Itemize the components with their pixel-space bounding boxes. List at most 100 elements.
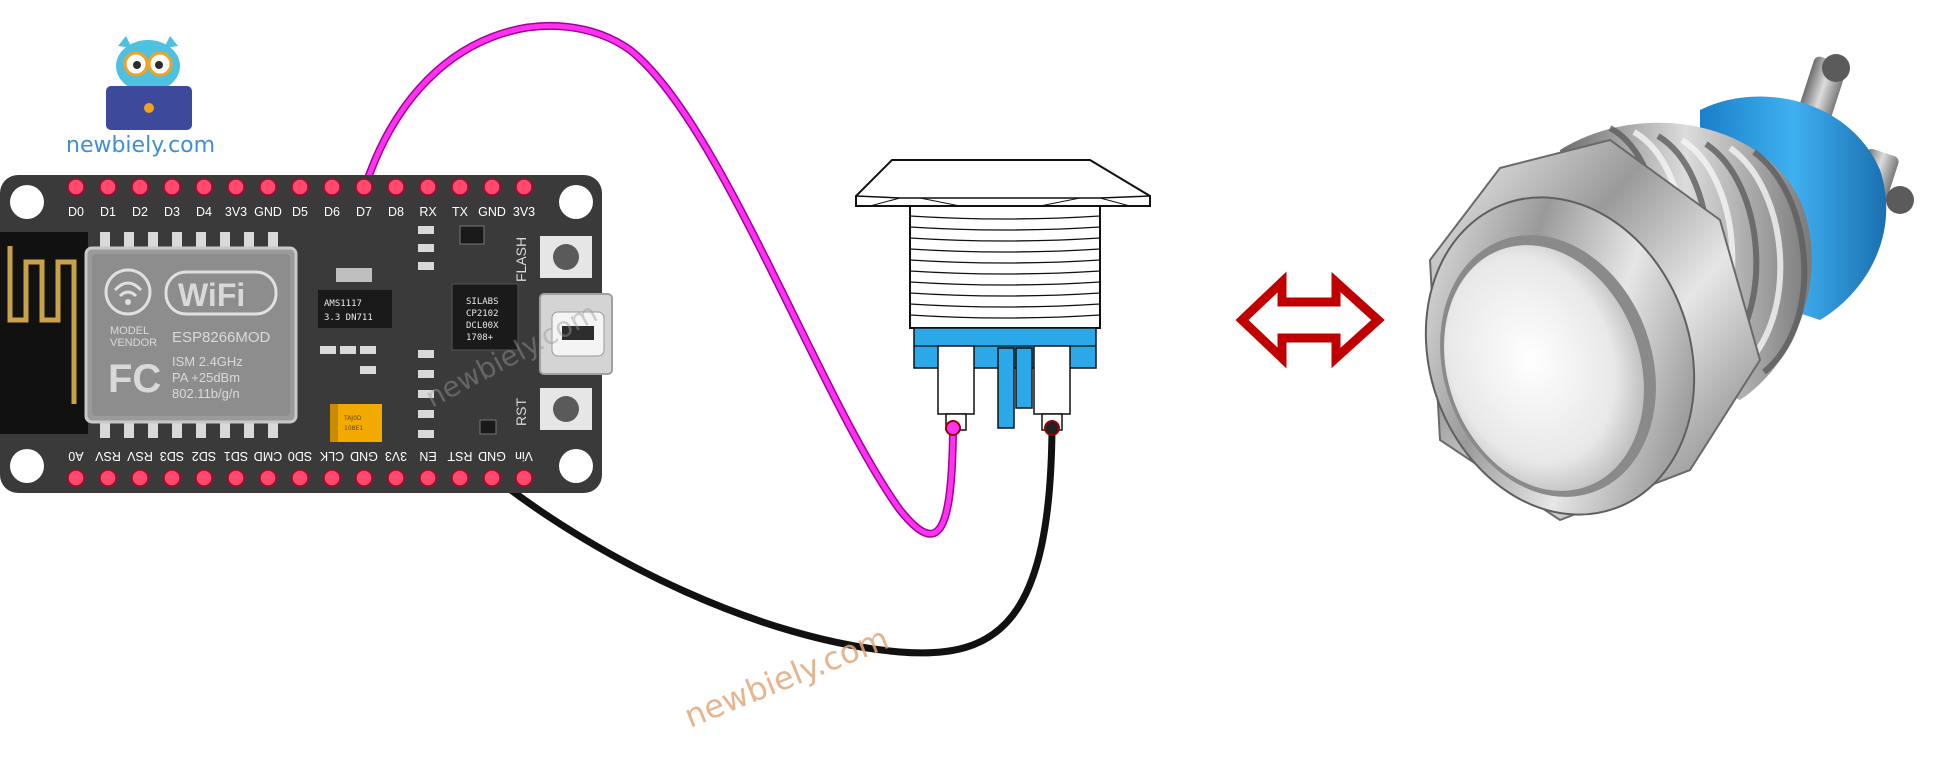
push-button-diagram bbox=[855, 159, 1151, 436]
bottom-pin-label: CLK bbox=[319, 449, 344, 463]
bottom-pin-13 bbox=[483, 469, 501, 487]
bottom-pin-label: RSV bbox=[94, 449, 120, 463]
diagram-watermark: newbiely.com bbox=[679, 619, 894, 735]
double-arrow-icon bbox=[1235, 271, 1385, 369]
bottom-pin-9 bbox=[355, 469, 373, 487]
bottom-pin-2 bbox=[131, 469, 149, 487]
top-pin-label: D0 bbox=[68, 205, 84, 219]
top-pin-label: D1 bbox=[100, 205, 116, 219]
switch-thread-body bbox=[909, 205, 1101, 329]
bottom-pin-0 bbox=[67, 469, 85, 487]
switch-terminal-right bbox=[1033, 345, 1071, 415]
top-pin-label: 3V3 bbox=[225, 205, 247, 219]
top-pin-14 bbox=[515, 178, 533, 196]
bottom-pin-label: 3V3 bbox=[385, 449, 407, 463]
brand-logo: newbiely.com bbox=[66, 36, 215, 158]
antenna-trace-icon bbox=[7, 246, 77, 404]
top-pin-label: 3V3 bbox=[513, 205, 535, 219]
top-pin-4 bbox=[195, 178, 213, 196]
bottom-pin-14 bbox=[515, 469, 533, 487]
brand-name: newbiely.com bbox=[66, 133, 215, 158]
top-pin-label: D2 bbox=[132, 205, 148, 219]
top-pin-12 bbox=[451, 178, 469, 196]
gnd-wire bbox=[491, 426, 1056, 657]
micro-usb-port[interactable] bbox=[539, 293, 613, 375]
usb-chip-line-1: SILABS bbox=[466, 297, 499, 307]
top-pin-label: GND bbox=[478, 205, 506, 219]
module-spec-1: ISM 2.4GHz bbox=[172, 354, 243, 369]
top-pin-13 bbox=[483, 178, 501, 196]
bottom-pin-5 bbox=[227, 469, 245, 487]
top-pin-11 bbox=[419, 178, 437, 196]
top-pin-0 bbox=[67, 178, 85, 196]
top-pin-label: TX bbox=[452, 205, 469, 219]
thread-lines bbox=[909, 215, 1101, 319]
module-spec-2: PA +25dBm bbox=[172, 370, 240, 385]
module-model-label: MODEL bbox=[110, 325, 149, 337]
regulator-line-2: 3.3 DN711 bbox=[324, 313, 373, 323]
top-pin-label: D7 bbox=[356, 205, 372, 219]
module-spec-3: 802.11b/g/n bbox=[172, 386, 240, 401]
top-pin-label: GND bbox=[254, 205, 282, 219]
bottom-pin-label: GND bbox=[350, 449, 378, 463]
bottom-pin-label: SD0 bbox=[288, 449, 312, 463]
top-pin-label: D6 bbox=[324, 205, 340, 219]
switch-terminal-left bbox=[937, 345, 975, 415]
top-pin-5 bbox=[227, 178, 245, 196]
top-pin-6 bbox=[259, 178, 277, 196]
module-vendor-label: VENDOR bbox=[110, 337, 157, 349]
owl-laptop-icon bbox=[106, 36, 192, 130]
smd-components bbox=[320, 225, 497, 438]
flash-button[interactable] bbox=[540, 236, 592, 278]
bottom-pin-label: EN bbox=[419, 449, 436, 463]
top-pin-label: D5 bbox=[292, 205, 308, 219]
usb-chip-line-4: 1708+ bbox=[466, 333, 494, 343]
flash-button-label: FLASH bbox=[513, 237, 529, 282]
bottom-pin-10 bbox=[387, 469, 405, 487]
top-pin-1 bbox=[99, 178, 117, 196]
bottom-pin-label: CMD bbox=[254, 449, 282, 463]
capacitor-line-1: TAJ0D bbox=[343, 415, 362, 422]
bottom-pin-4 bbox=[195, 469, 213, 487]
wifi-logo-icon: WiFi bbox=[104, 268, 278, 316]
bottom-pin-label: SD1 bbox=[224, 449, 248, 463]
bottom-pin-label: GND bbox=[478, 449, 506, 463]
d7-wire bbox=[362, 23, 956, 537]
tantalum-capacitor: TAJ0D 108E1 bbox=[330, 404, 382, 442]
top-pin-7 bbox=[291, 178, 309, 196]
bottom-pin-label: SD3 bbox=[160, 449, 184, 463]
bottom-pin-header bbox=[67, 469, 533, 487]
module-model: ESP8266MOD bbox=[172, 329, 271, 346]
voltage-regulator: AMS1117 3.3 DN711 bbox=[318, 268, 392, 328]
wires bbox=[361, 22, 1056, 657]
wifi-text: WiFi bbox=[178, 277, 245, 313]
bottom-pin-1 bbox=[99, 469, 117, 487]
bottom-pin-12 bbox=[451, 469, 469, 487]
bottom-pin-6 bbox=[259, 469, 277, 487]
reset-button[interactable] bbox=[540, 388, 592, 430]
regulator-line-1: AMS1117 bbox=[324, 299, 362, 309]
top-pin-label: D4 bbox=[196, 205, 212, 219]
usb-chip-line-3: DCL00X bbox=[466, 321, 499, 331]
push-button-photo bbox=[1424, 54, 1914, 522]
usb-serial-chip: SILABS CP2102 DCL00X 1708+ bbox=[451, 283, 519, 351]
reset-button-label: RST bbox=[513, 398, 529, 426]
bottom-pin-label: RST bbox=[447, 449, 472, 463]
capacitor-line-2: 108E1 bbox=[344, 425, 363, 432]
top-pin-2 bbox=[131, 178, 149, 196]
top-pin-8 bbox=[323, 178, 341, 196]
esp-module: WiFi MODEL VENDOR ESP8266MOD FC ISM 2.4G… bbox=[0, 232, 298, 438]
top-pin-label: D3 bbox=[164, 205, 180, 219]
bottom-pin-label: Vin bbox=[515, 449, 533, 463]
bottom-pin-label: SD2 bbox=[192, 449, 216, 463]
bottom-pin-3 bbox=[163, 469, 181, 487]
top-pin-9 bbox=[355, 178, 373, 196]
bottom-pin-7 bbox=[291, 469, 309, 487]
top-pin-10 bbox=[387, 178, 405, 196]
bottom-pin-label: RSV bbox=[126, 449, 152, 463]
top-pin-header bbox=[67, 178, 533, 196]
